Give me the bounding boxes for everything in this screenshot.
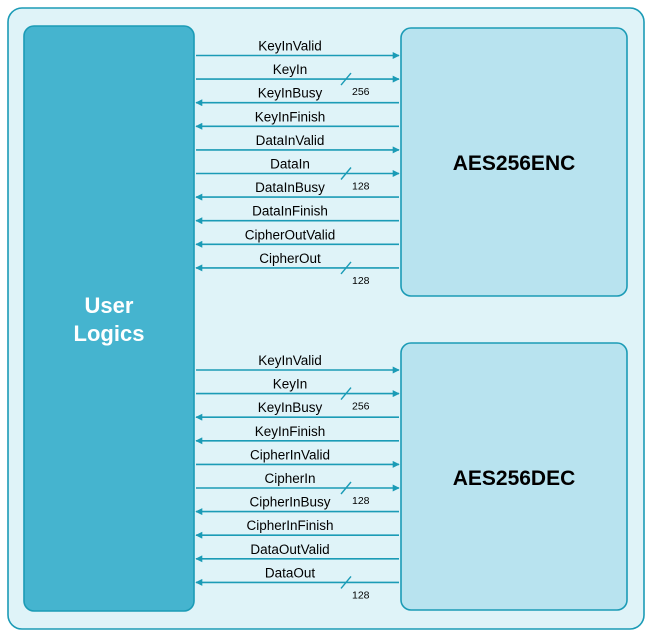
aes256dec-block [400,342,628,611]
bus-width-label: 128 [352,495,370,507]
signal-label-cipherinbusy: CipherInBusy [249,495,330,510]
bus-width-slash [340,387,352,401]
signal-label-keyinvalid: KeyInValid [258,353,322,368]
aes256dec-group: AES256DEC KeyInValidKeyIn256KeyInBusyKey… [195,342,628,611]
signal-label-datainbusy: DataInBusy [255,180,325,195]
signal-datainfinish: DataInFinish [195,204,399,225]
bus-width-label: 128 [352,589,370,601]
signal-label-cipherout: CipherOut [259,251,321,266]
signal-label-datain: DataIn [270,157,310,172]
bus-width-slash [340,481,352,495]
signal-keyinfinish: KeyInFinish [195,424,399,445]
aes256enc-block [400,27,628,297]
user-logics-label-line2: Logics [74,321,145,346]
signal-keyinvalid: KeyInValid [196,353,400,374]
signal-label-keyinvalid: KeyInValid [258,39,322,54]
signal-keyinvalid: KeyInValid [196,39,400,59]
bus-width-slash [340,261,352,275]
signal-label-keyin: KeyIn [273,377,308,392]
bus-width-label: 128 [352,181,370,193]
bus-width-label: 256 [352,86,370,98]
signal-label-keyinfinish: KeyInFinish [255,424,326,439]
signal-cipherout: CipherOut 128 [195,251,399,287]
signal-label-dataout: DataOut [265,565,316,580]
signal-cipheroutvalid: CipherOutValid [195,227,399,248]
signal-label-cipherinfinish: CipherInFinish [246,518,333,533]
signal-keyinbusy: KeyInBusy [195,86,399,107]
bus-width-slash [340,72,352,86]
signal-cipherinfinish: CipherInFinish [195,518,399,539]
bus-width-label: 256 [352,401,370,413]
signal-label-keyinfinish: KeyInFinish [255,109,326,124]
signal-keyinfinish: KeyInFinish [195,109,399,130]
signal-label-keyinbusy: KeyInBusy [258,86,323,101]
signal-keyin: KeyIn 256 [196,62,400,98]
signal-label-dataoutvalid: DataOutValid [250,542,329,557]
aes256dec-label: AES256DEC [453,467,576,490]
signal-datain: DataIn 128 [196,157,400,193]
bus-width-slash [340,575,352,589]
bus-width-label: 128 [352,275,370,287]
signal-label-cipherin: CipherIn [264,471,315,486]
user-logics-block [23,25,195,612]
signal-cipherinbusy: CipherInBusy [195,495,399,516]
signal-cipherin: CipherIn 128 [196,471,400,507]
signal-datainbusy: DataInBusy [195,180,399,201]
signal-label-datainfinish: DataInFinish [252,204,328,219]
signal-label-cipherinvalid: CipherInValid [250,447,330,462]
signal-label-keyinbusy: KeyInBusy [258,400,323,415]
signal-cipherinvalid: CipherInValid [196,447,400,468]
signal-datainvalid: DataInValid [196,133,400,154]
signal-label-cipheroutvalid: CipherOutValid [245,227,336,242]
aes256enc-group: AES256ENC KeyInValidKeyIn256KeyInBusyKey… [195,27,628,297]
signal-keyin: KeyIn 256 [196,377,400,413]
user-logics-label-line1: User [85,293,134,318]
signal-dataoutvalid: DataOutValid [195,542,399,563]
signal-label-datainvalid: DataInValid [256,133,325,148]
bus-width-slash [340,167,352,180]
aes256enc-label: AES256ENC [453,152,576,175]
signal-dataout: DataOut 128 [195,565,399,601]
signal-label-keyin: KeyIn [273,62,308,77]
signal-keyinbusy: KeyInBusy [195,400,399,421]
